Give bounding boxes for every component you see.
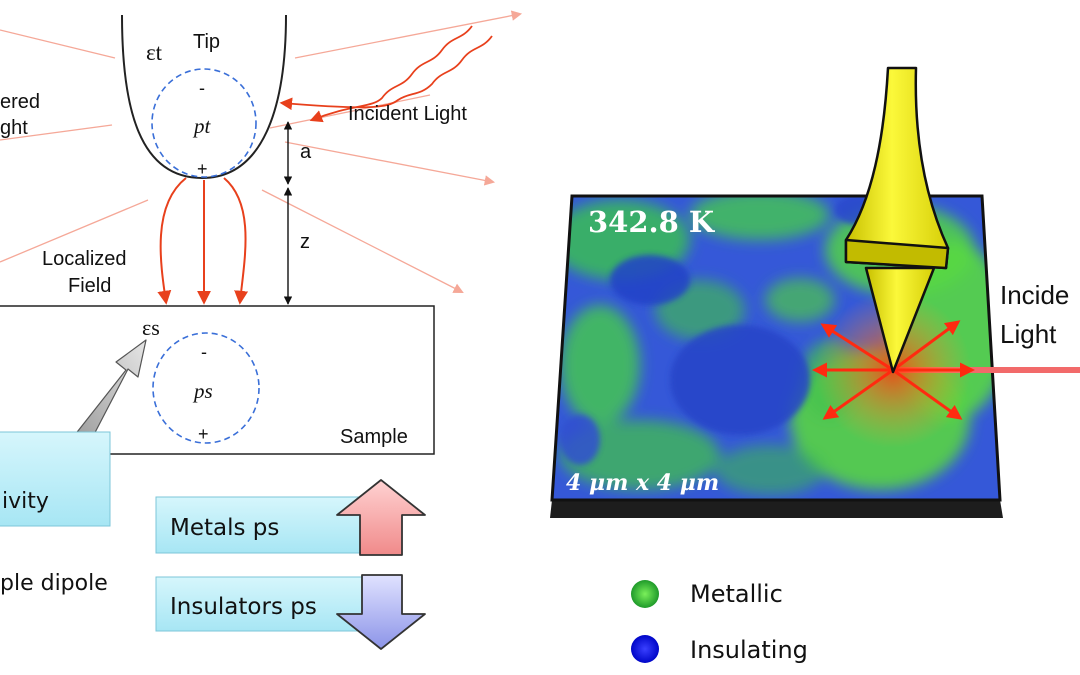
incident-light-waves bbox=[279, 25, 493, 123]
sample-dipole-label: ps bbox=[192, 379, 213, 403]
localized-field-label-line2: Field bbox=[68, 275, 111, 297]
sample-box bbox=[0, 305, 435, 455]
tip-dipole-circle bbox=[151, 68, 257, 178]
map-plate-edge bbox=[550, 500, 1003, 518]
legend: Metallic Insulating bbox=[631, 580, 808, 664]
tip-permittivity-label: εt bbox=[146, 40, 163, 65]
tip-dipole-plus: + bbox=[197, 159, 208, 179]
insulators-label: Insulators ps bbox=[170, 594, 317, 620]
scattered-light-label-line1: ered bbox=[0, 91, 40, 113]
sample-label: Sample bbox=[340, 426, 408, 448]
tip-dipole-label: pt bbox=[192, 114, 212, 138]
metals-box bbox=[155, 496, 375, 554]
incident-label-line1: Incide bbox=[1000, 280, 1069, 310]
localized-field-arrows bbox=[157, 177, 249, 305]
metals-label: Metals ps bbox=[170, 515, 279, 541]
insulators-down-arrow bbox=[336, 574, 426, 650]
emission-arrows bbox=[812, 320, 975, 420]
scattered-light-label-line2: ght bbox=[0, 117, 28, 139]
localized-field-label-line1: Localized bbox=[42, 248, 127, 270]
sample-permittivity-label: εs bbox=[142, 315, 160, 340]
incident-label-line2: Light bbox=[1000, 319, 1057, 349]
metals-up-arrow bbox=[336, 479, 426, 556]
cut-off-caption: ple dipole bbox=[0, 571, 108, 596]
scale-label: 4 μm x 4 μm bbox=[566, 470, 719, 496]
tip-outline bbox=[121, 14, 287, 180]
sample-dipole-circle bbox=[152, 332, 260, 444]
temperature-label: 342.8 K bbox=[588, 205, 716, 239]
tip-label: Tip bbox=[193, 31, 220, 53]
incident-light-label: Incident Light bbox=[348, 103, 467, 125]
map-border bbox=[550, 194, 1002, 502]
cut-off-box-text: ivity bbox=[2, 489, 49, 514]
sample-dipole-plus: + bbox=[198, 424, 209, 444]
afm-probe bbox=[844, 66, 950, 374]
tip-dipole-minus: - bbox=[199, 78, 205, 98]
sample-dipole-minus: - bbox=[201, 342, 207, 362]
distance-z-label: z bbox=[300, 231, 310, 253]
cut-off-box bbox=[0, 431, 111, 527]
legend-insulating-dot bbox=[631, 635, 659, 663]
legend-metallic-label: Metallic bbox=[690, 580, 783, 608]
distance-a-label: a bbox=[300, 141, 312, 163]
legend-insulating-label: Insulating bbox=[690, 636, 808, 664]
scattered-rays bbox=[0, 10, 523, 293]
legend-metallic-dot bbox=[631, 580, 659, 608]
